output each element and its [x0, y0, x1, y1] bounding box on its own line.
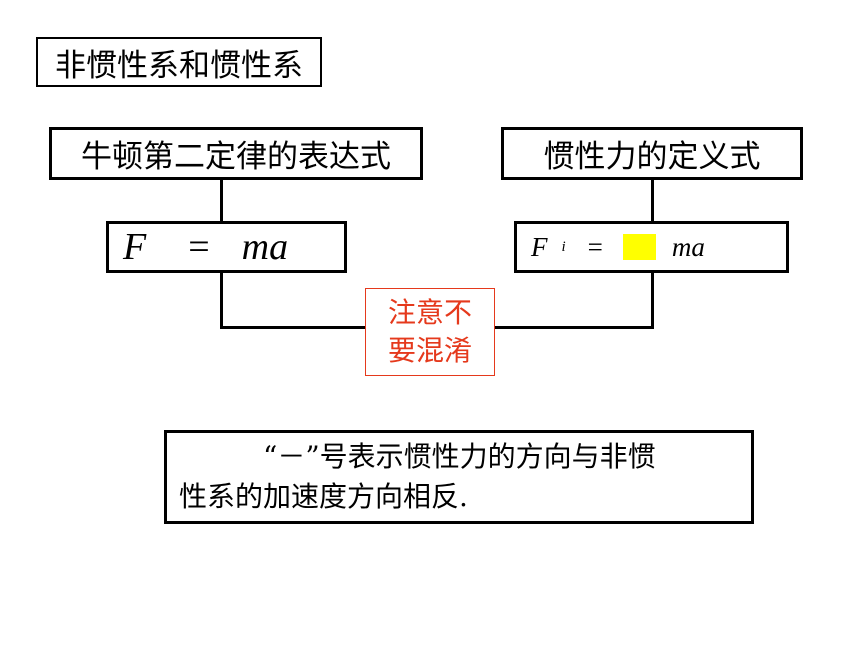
- minus-sign-highlight: [622, 234, 656, 260]
- inertial-force-heading: 惯性力的定义式: [501, 127, 803, 180]
- connector-bottom-right: [495, 326, 654, 329]
- formula-equals: =: [587, 231, 603, 262]
- slide-title: 非惯性系和惯性系: [36, 37, 322, 87]
- newton-second-law-heading: 牛顿第二定律的表达式: [49, 127, 423, 180]
- formula-force: F: [123, 226, 147, 268]
- formula-ma: ma: [241, 226, 289, 268]
- connector-right-down: [651, 273, 654, 329]
- formula-equals: =: [188, 226, 210, 268]
- note-line-1: “－”号表示惯性力的方向与非惯: [263, 440, 656, 473]
- inertial-force-formula: F i = ma: [514, 221, 789, 273]
- formula-force: F: [531, 231, 548, 262]
- newton-formula: F = ma: [106, 221, 347, 273]
- connector-bottom-left: [220, 326, 365, 329]
- connector-left-top: [220, 180, 223, 221]
- minus-sign-explanation: “－”号表示惯性力的方向与非惯 性系的加速度方向相反.: [164, 430, 754, 524]
- warning-line-1: 注意不: [387, 296, 472, 329]
- formula-ma: ma: [671, 231, 705, 262]
- warning-note: 注意不 要混淆: [365, 288, 495, 376]
- connector-right-top: [651, 180, 654, 221]
- connector-left-down: [220, 273, 223, 329]
- note-line-2: 性系的加速度方向相反.: [179, 480, 468, 513]
- formula-subscript-i: i: [561, 238, 566, 255]
- warning-line-2: 要混淆: [387, 334, 472, 367]
